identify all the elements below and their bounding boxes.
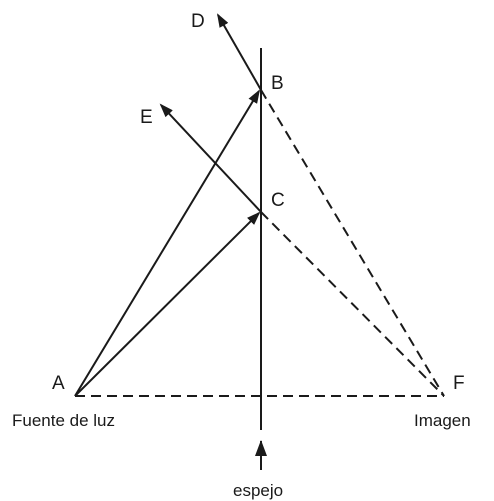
reflected-ray-C-E [159, 103, 262, 213]
dashed-line-C-F [260, 211, 445, 397]
point-label-C: C [271, 190, 285, 211]
incident-ray-A-C [74, 211, 261, 397]
mirror-pointer-arrowhead [255, 440, 267, 456]
dashed-line-B-F [260, 89, 445, 397]
caption-source: Fuente de luz [12, 411, 115, 430]
reflected-ray-B-D [217, 13, 262, 91]
caption-mirror: espejo [233, 481, 283, 500]
point-label-D: D [191, 11, 205, 32]
point-label-B: B [271, 73, 284, 94]
caption-image: Imagen [414, 411, 471, 430]
incident-ray-A-B [74, 89, 261, 397]
point-label-F: F [453, 373, 465, 394]
point-label-E: E [140, 107, 153, 128]
point-label-A: A [52, 373, 65, 394]
